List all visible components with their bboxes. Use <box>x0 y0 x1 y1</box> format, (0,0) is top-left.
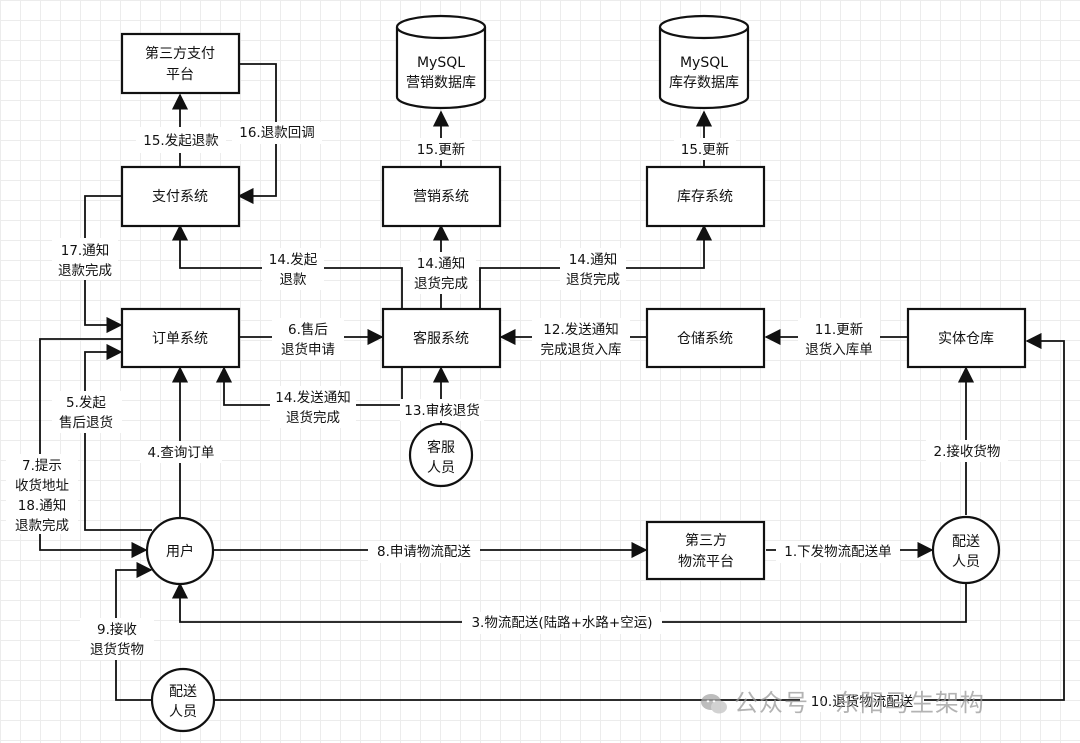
label-15-update-inventory: 15.更新 <box>681 142 729 158</box>
third-party-payment-label-2: 平台 <box>166 67 194 83</box>
user-label: 用户 <box>166 543 194 560</box>
label-14-inv-line-1: 14.通知 <box>569 251 617 268</box>
user-circle <box>145 516 215 586</box>
watermark: 公众号 · 东阳马生架构 <box>700 683 985 718</box>
label-14-inv-line-2: 退货完成 <box>566 271 620 288</box>
label-14-initiate-line-1: 14.发起 <box>269 252 318 268</box>
label-14-initiate-line-2: 退款 <box>280 272 307 288</box>
delivery-staff-left-label-1: 配送 <box>169 684 197 700</box>
order-system-box <box>120 307 241 369</box>
third-party-logistics-label-1: 第三方 <box>685 532 727 549</box>
marketing-db-cylinder <box>395 14 487 110</box>
delivery-staff-right-circle <box>931 515 1001 585</box>
customer-service-system-label: 客服系统 <box>413 330 469 347</box>
cs-staff-label-2: 人员 <box>427 460 455 476</box>
label-5-line-2: 售后退货 <box>59 414 113 431</box>
cs-staff-label-1: 客服 <box>427 439 455 456</box>
label-14-send-line-1: 14.发送通知 <box>275 389 350 406</box>
label-12-line-1: 12.发送通知 <box>543 321 618 338</box>
marketing-db-label-1: MySQL <box>417 55 465 71</box>
label-5-line-1: 5.发起 <box>66 395 106 411</box>
label-12-line-2: 完成退货入库 <box>541 341 622 358</box>
inventory-system-box <box>645 165 766 228</box>
label-18-line-2: 退款完成 <box>15 518 69 534</box>
label-9-line-2: 退货货物 <box>90 641 144 658</box>
inventory-db-label-1: MySQL <box>680 55 728 71</box>
marketing-system-label: 营销系统 <box>413 189 469 205</box>
label-13-review: 13.审核退货 <box>404 402 479 419</box>
label-14-send-line-2: 退货完成 <box>286 409 340 426</box>
edge-5-initiate-return <box>84 343 152 531</box>
label-10-return: 10.退货物流配送 <box>811 693 914 710</box>
order-system-label: 订单系统 <box>152 331 208 347</box>
label-14-mkt-line-2: 退货完成 <box>414 275 468 292</box>
label-9-line-1: 9.接收 <box>97 621 137 638</box>
marketing-db-label-2: 营销数据库 <box>406 75 476 91</box>
edge-10-return-delivery <box>214 332 1065 701</box>
delivery-staff-right-label-2: 人员 <box>952 554 980 570</box>
warehouse-system-box <box>645 307 766 369</box>
label-3-delivery: 3.物流配送(陆路+水路+空运) <box>471 615 652 631</box>
label-6-line-2: 退货申请 <box>281 341 335 358</box>
label-1-issue: 1.下发物流配送单 <box>784 544 891 560</box>
third-party-logistics-box <box>645 520 766 581</box>
label-7-line-1: 7.提示 <box>22 458 62 474</box>
label-11-line-2: 退货入库单 <box>805 341 873 358</box>
edge-labels: 15.发起退款 16.退款回调 15.更新 15.更新 17.通知 退款完成 1… <box>6 122 1008 712</box>
cs-staff-circle <box>408 422 474 488</box>
wechat-icon <box>701 694 727 714</box>
third-party-payment-box <box>120 32 241 95</box>
delivery-staff-left-circle <box>150 667 216 733</box>
physical-warehouse-box <box>906 307 1027 369</box>
inventory-db-label-2: 库存数据库 <box>669 75 739 91</box>
label-17-line-2: 退款完成 <box>58 263 112 279</box>
label-4-query: 4.查询订单 <box>148 445 215 461</box>
label-8-apply: 8.申请物流配送 <box>377 544 471 560</box>
warehouse-system-label: 仓储系统 <box>677 331 733 347</box>
payment-system-label: 支付系统 <box>152 189 208 205</box>
label-18-line-1: 18.通知 <box>18 497 66 514</box>
label-17-line-1: 17.通知 <box>61 242 109 259</box>
label-15-initiate-refund: 15.发起退款 <box>143 133 219 149</box>
delivery-staff-right-label-1: 配送 <box>952 534 980 550</box>
label-6-line-1: 6.售后 <box>288 322 328 338</box>
label-14-mkt-line-1: 14.通知 <box>417 255 465 272</box>
third-party-payment-label-1: 第三方支付 <box>145 45 215 62</box>
inventory-db-cylinder <box>658 14 750 110</box>
delivery-staff-left-label-2: 人员 <box>169 704 197 720</box>
third-party-logistics-label-2: 物流平台 <box>678 554 734 570</box>
label-2-receive: 2.接收货物 <box>934 443 1001 460</box>
customer-service-system-box <box>381 307 502 369</box>
watermark-text: 公众号 · 东阳马生架构 <box>734 689 985 717</box>
label-15-update-marketing: 15.更新 <box>417 142 465 158</box>
edge-7-18-notify-user <box>39 338 148 559</box>
label-11-line-1: 11.更新 <box>815 322 863 338</box>
label-7-line-2: 收货地址 <box>15 477 69 494</box>
marketing-system-box <box>381 165 502 228</box>
payment-system-box <box>120 165 241 228</box>
physical-warehouse-label: 实体仓库 <box>938 331 994 347</box>
inventory-system-label: 库存系统 <box>677 189 733 205</box>
label-16-refund-callback: 16.退款回调 <box>239 125 314 141</box>
